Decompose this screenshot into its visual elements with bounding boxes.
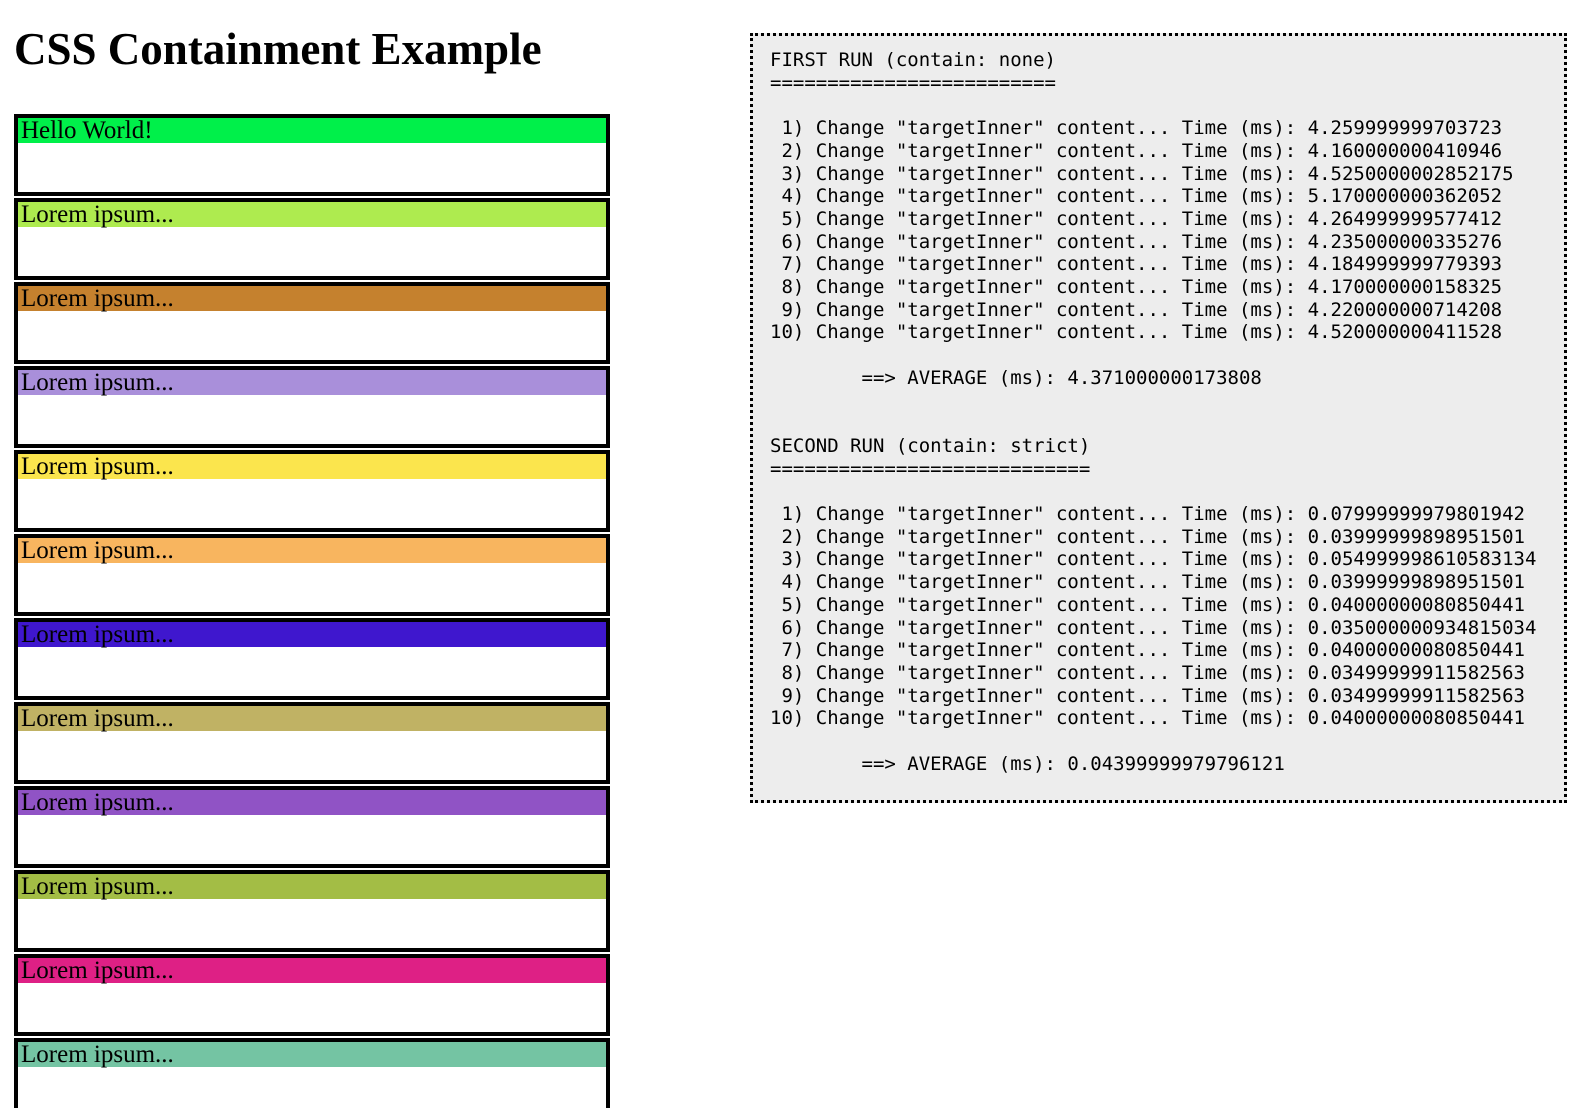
page-title: CSS Containment Example [14,24,542,74]
box-header-label: Lorem ipsum... [18,537,606,563]
box-header-label: Lorem ipsum... [18,621,606,647]
box-body [18,898,606,948]
box-body [18,730,606,780]
content-box: Lorem ipsum... [14,1037,610,1108]
performance-report-panel: FIRST RUN (contain: none) ==============… [750,33,1567,803]
box-body [18,478,606,528]
box-header-label: Lorem ipsum... [18,789,606,815]
box-header-label: Lorem ipsum... [18,369,606,395]
box-body [18,562,606,612]
box-header-label: Lorem ipsum... [18,1041,606,1067]
box-header-label: Hello World! [18,117,606,143]
content-box: Lorem ipsum... [14,449,610,532]
content-box: Lorem ipsum... [14,785,610,868]
box-list: Hello World! Lorem ipsum... Lorem ipsum.… [14,113,610,1108]
content-box: Lorem ipsum... [14,701,610,784]
box-header-label: Lorem ipsum... [18,873,606,899]
content-box: Lorem ipsum... [14,281,610,364]
content-box: Lorem ipsum... [14,197,610,280]
box-body [18,226,606,276]
content-box: Lorem ipsum... [14,365,610,448]
box-body [18,310,606,360]
box-body [18,646,606,696]
content-box: Lorem ipsum... [14,869,610,952]
box-header-label: Lorem ipsum... [18,957,606,983]
box-body [18,1066,606,1108]
performance-report-text: FIRST RUN (contain: none) ==============… [770,49,1537,775]
content-box: Lorem ipsum... [14,617,610,700]
box-body [18,142,606,192]
content-box: Lorem ipsum... [14,533,610,616]
box-header-label: Lorem ipsum... [18,705,606,731]
box-body [18,814,606,864]
content-box: Hello World! [14,113,610,196]
box-body [18,982,606,1032]
content-box: Lorem ipsum... [14,953,610,1036]
box-header-label: Lorem ipsum... [18,201,606,227]
box-header-label: Lorem ipsum... [18,285,606,311]
box-body [18,394,606,444]
box-header-label: Lorem ipsum... [18,453,606,479]
